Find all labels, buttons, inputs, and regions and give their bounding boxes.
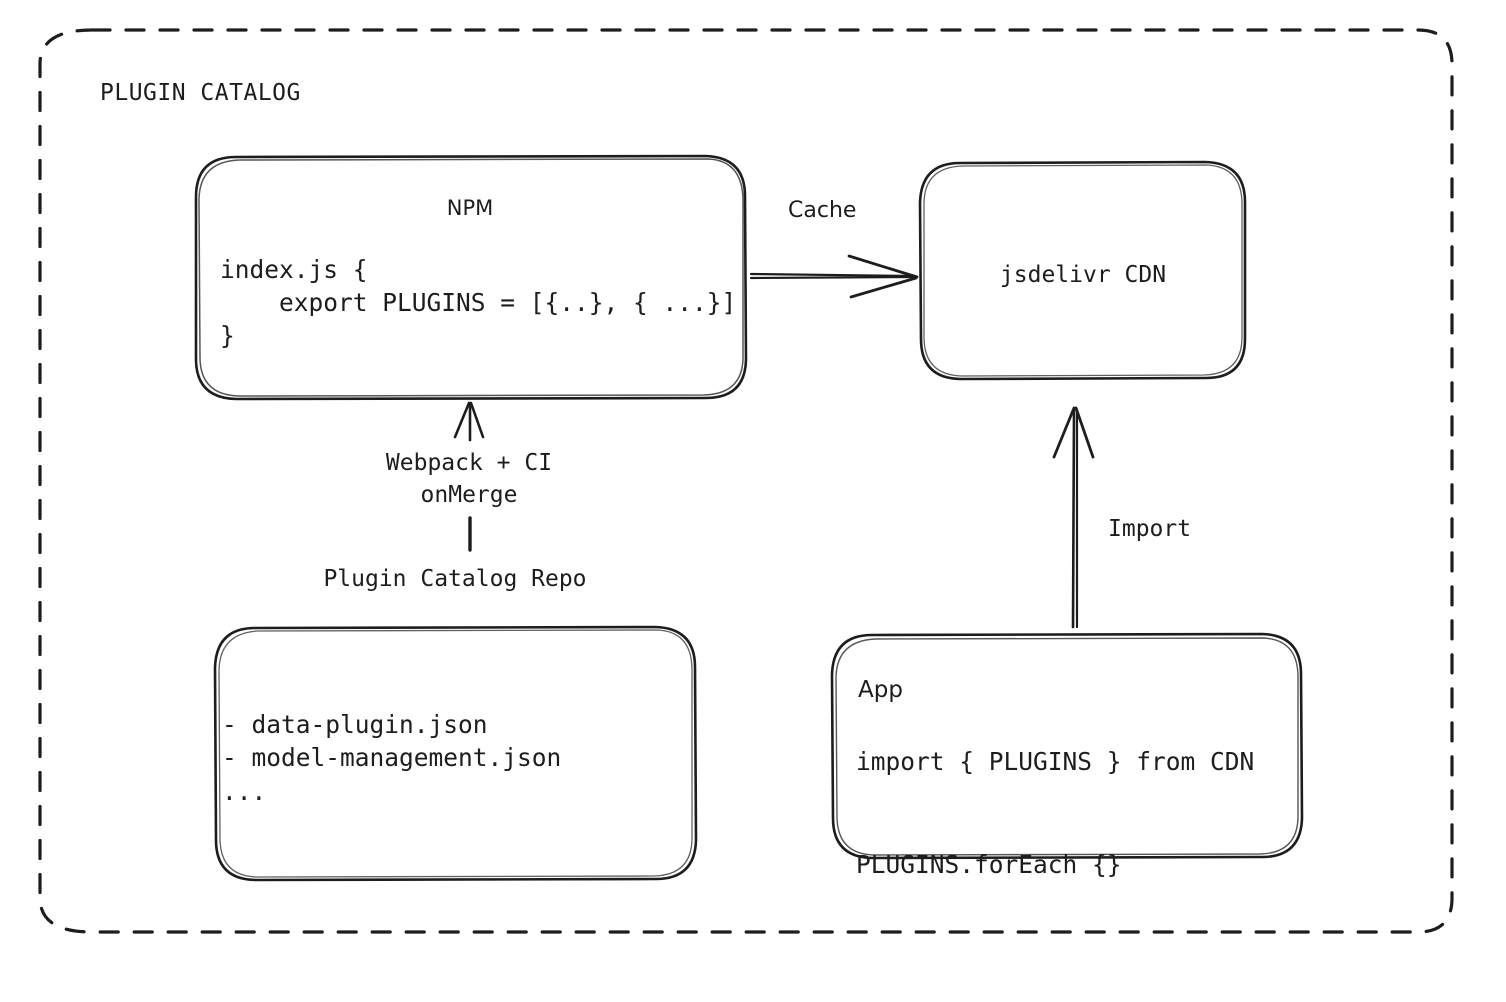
node-app-code: import { PLUGINS } from CDN PLUGINS.forE… <box>856 747 1255 879</box>
node-repo-file-list: - data-plugin.json - model-management.js… <box>222 710 562 806</box>
node-cdn-box[interactable] <box>918 160 1247 381</box>
node-cdn-title: jsdelivr CDN <box>999 262 1167 288</box>
edge-label-import: Import <box>1108 516 1192 542</box>
edge-cache-arrow <box>749 254 919 299</box>
edge-build-arrow <box>453 401 485 552</box>
group-container-plugin-catalog <box>38 28 1454 934</box>
node-app-title: App <box>858 677 903 703</box>
node-repo-box[interactable] <box>213 625 698 882</box>
node-npm-box[interactable] <box>194 154 748 401</box>
node-npm-code: index.js { export PLUGINS = [{..}, { ...… <box>220 255 737 350</box>
node-app-box[interactable] <box>830 632 1304 860</box>
node-repo-caption: Plugin Catalog Repo <box>323 566 587 592</box>
node-npm-title: NPM <box>446 196 494 220</box>
edge-import-arrow <box>1052 406 1095 629</box>
group-label-plugin-catalog: PLUGIN CATALOG <box>100 80 301 106</box>
edge-label-build: Webpack + CI onMerge <box>385 450 553 508</box>
edge-label-cache: Cache <box>788 198 857 223</box>
